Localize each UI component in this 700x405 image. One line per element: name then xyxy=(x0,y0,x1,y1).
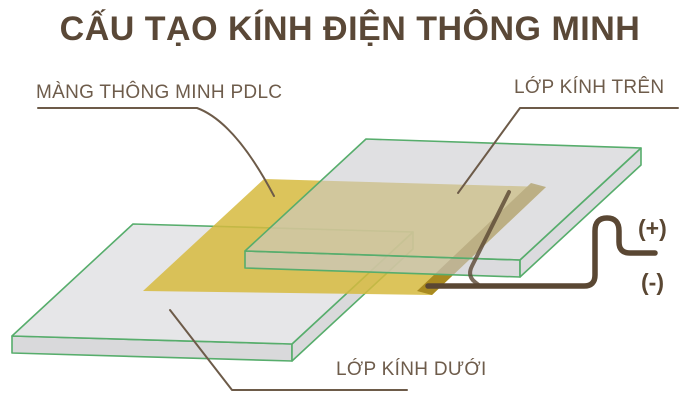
negative-terminal-label: (-) xyxy=(641,269,664,295)
electrode-wire-branch xyxy=(468,190,511,288)
film-label-leader-line xyxy=(37,107,275,197)
positive-terminal-label: (+) xyxy=(638,215,667,241)
power-wire xyxy=(425,215,658,289)
top-glass-top-face xyxy=(244,138,642,261)
top-glass-label-leader-line xyxy=(457,107,679,194)
top-glass-label: LỚP KÍNH TRÊN xyxy=(514,77,665,98)
bottom-glass-label: LỚP KÍNH DƯỚI xyxy=(336,359,487,380)
top-glass xyxy=(244,138,642,278)
bottom-glass-label-leader-line xyxy=(169,309,408,391)
film-label: MÀNG THÔNG MINH PDLC xyxy=(36,82,283,103)
page-title: CẤU TẠO KÍNH ĐIỆN THÔNG MINH xyxy=(59,10,641,48)
